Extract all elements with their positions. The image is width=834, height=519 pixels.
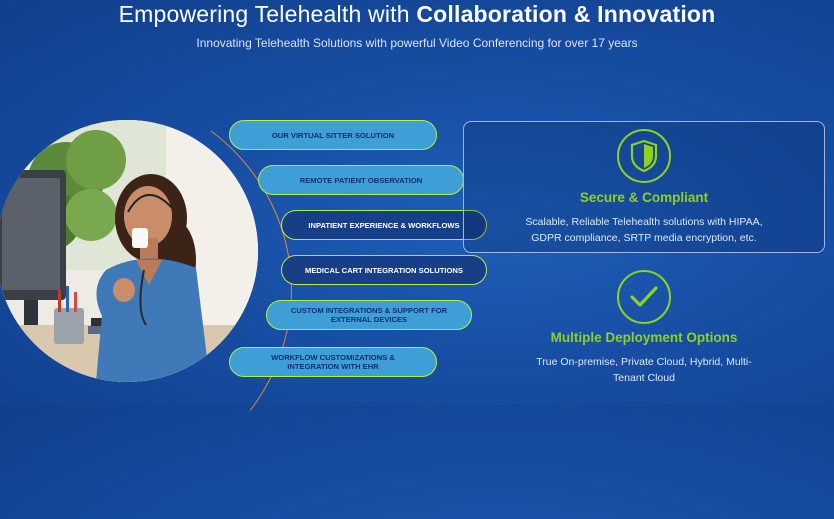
checkmark-icon (617, 270, 671, 324)
shield-icon (617, 129, 671, 183)
page-title-bold: Collaboration & Innovation (416, 1, 716, 27)
page-title-light: Empowering Telehealth with (118, 1, 417, 27)
solution-virtual-sitter[interactable]: OUR VIRTUAL SITTER SOLUTION (229, 120, 437, 150)
solution-medical-cart-integration[interactable]: MEDICAL CART INTEGRATION SOLUTIONS (281, 255, 487, 285)
hero-photo (0, 120, 258, 382)
page-title: Empowering Telehealth with Collaboration… (0, 0, 834, 28)
feature-text-deployment: True On-premise, Private Cloud, Hybrid, … (536, 356, 752, 384)
solution-custom-integrations[interactable]: CUSTOM INTEGRATIONS & SUPPORT FOR EXTERN… (266, 300, 472, 330)
feature-title-deployment: Multiple Deployment Options (550, 330, 738, 345)
page-subtitle: Innovating Telehealth Solutions with pow… (196, 36, 638, 50)
solution-inpatient-experience[interactable]: INPATIENT EXPERIENCE & WORKFLOWS (281, 210, 487, 240)
solution-remote-patient-observation[interactable]: REMOTE PATIENT OBSERVATION (258, 165, 464, 195)
solution-workflow-customizations[interactable]: WORKFLOW CUSTOMIZATIONS & INTEGRATION WI… (229, 347, 437, 377)
feature-title-secure: Secure & Compliant (579, 190, 709, 205)
feature-text-secure: Scalable, Reliable Telehealth solutions … (525, 216, 763, 244)
